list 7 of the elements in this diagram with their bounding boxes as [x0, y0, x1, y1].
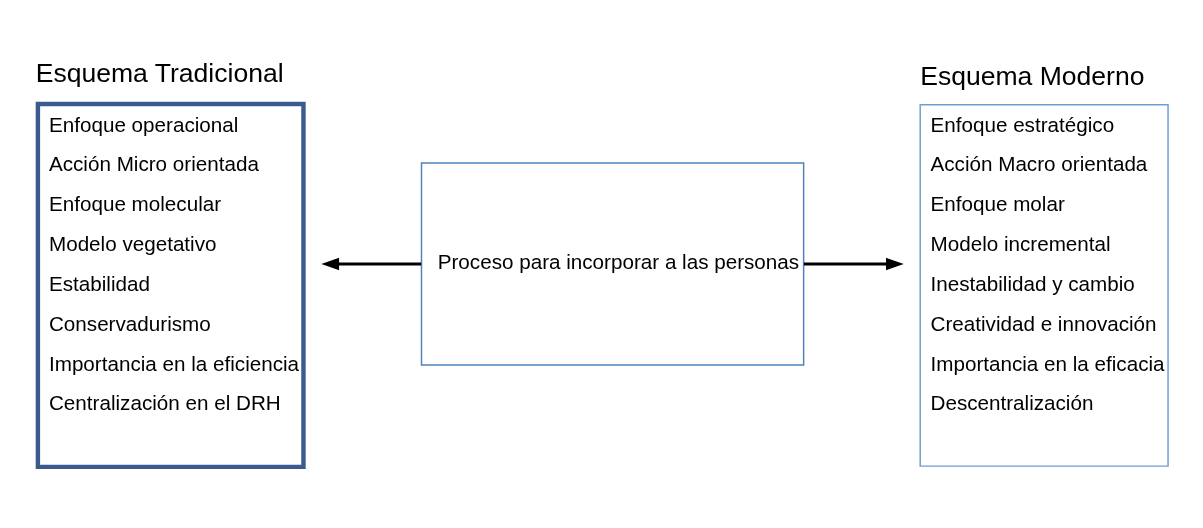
node-box: Enfoque operacional Acción Micro orientada Enfoque molecular Modelo vegetativo Estabilidad Conservadurismo Importancia en la eficiencia Centralización en el DRH: [35, 101, 306, 470]
node-box: Enfoque estratégico Acción Macro orientada Enfoque molar Modelo incremental Inestabilidad y cambio Creatividad e innovación Importancia en la eficacia Descentralización: [919, 103, 1169, 467]
node-label: Esquema Tradicional: [35, 57, 284, 88]
node-box: Proceso para incorporar a las personas: [420, 162, 805, 366]
arrow: [803, 257, 904, 271]
arrow: [321, 257, 422, 271]
node-label: Esquema Moderno: [920, 60, 1145, 91]
